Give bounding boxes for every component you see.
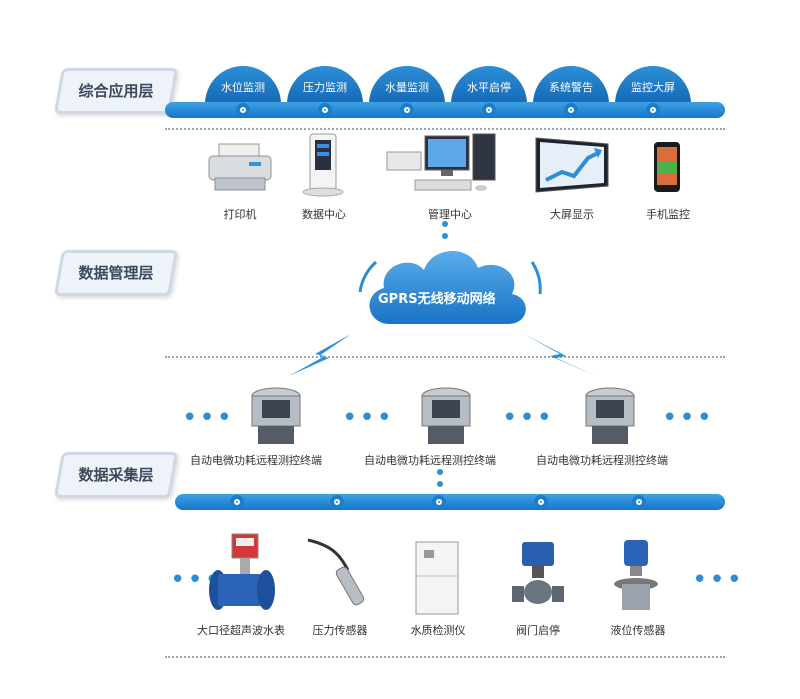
cloud-label: GPRS无线移动网络	[378, 292, 496, 307]
tab-water-level-label: 水位监测	[221, 81, 265, 94]
divider-line	[165, 656, 725, 658]
layer-tag-management: 数据管理层	[53, 250, 179, 296]
wireless-bolt-icon	[524, 334, 596, 376]
terminal-label: 自动电微功耗远程测控终端	[536, 454, 668, 467]
sensor-label-level: 液位传感器	[610, 624, 666, 637]
sensor-label-valve: 阀门启停	[516, 624, 560, 637]
tab-level-start-stop-label: 水平启停	[467, 81, 511, 94]
rtu-terminal-icon	[251, 387, 301, 444]
tab-water-level: 水位监测	[205, 66, 281, 104]
tab-pressure-label: 压力监测	[303, 81, 347, 94]
cloud-icon	[358, 250, 542, 324]
bus-node	[534, 495, 548, 509]
water-meter-icon	[209, 533, 275, 610]
bus-node	[230, 495, 244, 509]
layer-tag-management-label: 数据管理层	[78, 264, 154, 282]
ellipsis-dots: •••	[662, 403, 715, 433]
bus-node	[236, 103, 250, 117]
sensor-label-pressure: 压力传感器	[312, 624, 368, 637]
bus-node	[482, 103, 496, 117]
device-label-phone: 手机监控	[646, 208, 690, 221]
ellipsis-dots: •••	[342, 403, 395, 433]
bus-node	[432, 495, 446, 509]
ellipsis-dots: •••	[692, 565, 745, 595]
level-sensor-icon	[614, 540, 658, 610]
device-label-printer: 打印机	[223, 208, 257, 221]
layer-tag-application-label: 综合应用层	[78, 82, 154, 100]
signal-dots-icon	[437, 469, 443, 487]
terminal-label: 自动电微功耗远程测控终端	[190, 454, 322, 467]
tab-pressure: 压力监测	[287, 66, 363, 104]
wireless-bolt-icon	[289, 334, 351, 376]
bus-node	[330, 495, 344, 509]
device-label-big-screen: 大屏显示	[550, 208, 594, 221]
layer-tag-collection-label: 数据采集层	[78, 466, 154, 484]
workstation-icon	[386, 133, 496, 191]
bus-node	[400, 103, 414, 117]
bus-node	[646, 103, 660, 117]
big-screen-icon	[535, 137, 609, 193]
valve-actuator-icon	[512, 542, 564, 604]
layer-tag-application: 综合应用层	[53, 68, 179, 114]
bus-node	[564, 103, 578, 117]
device-label-management-center: 管理中心	[428, 208, 472, 221]
tab-monitor-screen-label: 监控大屏	[631, 81, 675, 94]
water-quality-analyzer-icon	[415, 541, 459, 615]
signal-dots-icon	[442, 221, 448, 239]
ellipsis-dots: •••	[182, 403, 235, 433]
rtu-terminal-icon	[585, 387, 635, 444]
printer-icon	[208, 143, 272, 191]
bus-node	[318, 103, 332, 117]
tab-system-alarm: 系统警告	[533, 66, 609, 104]
tab-system-alarm-label: 系统警告	[549, 81, 593, 94]
terminal-label: 自动电微功耗远程测控终端	[364, 454, 496, 467]
top-bus-bar	[165, 102, 725, 118]
device-label-data-center: 数据中心	[302, 208, 346, 221]
phone-icon	[654, 142, 680, 192]
layer-tag-collection: 数据采集层	[53, 452, 179, 498]
sensor-label-water-quality: 水质检测仪	[410, 624, 466, 637]
sensor-label-water-meter: 大口径超声波水表	[197, 624, 285, 637]
divider-line	[165, 128, 725, 130]
tab-level-start-stop: 水平启停	[451, 66, 527, 104]
server-icon	[302, 133, 344, 197]
ellipsis-dots: •••	[502, 403, 555, 433]
collection-bus-bar	[175, 494, 725, 510]
tab-water-volume: 水量监测	[369, 66, 445, 104]
rtu-terminal-icon	[421, 387, 471, 444]
divider-line	[165, 356, 725, 358]
bus-node	[632, 495, 646, 509]
tab-water-volume-label: 水量监测	[385, 81, 429, 94]
tab-monitor-screen: 监控大屏	[615, 66, 691, 104]
pressure-sensor-icon	[307, 538, 365, 606]
